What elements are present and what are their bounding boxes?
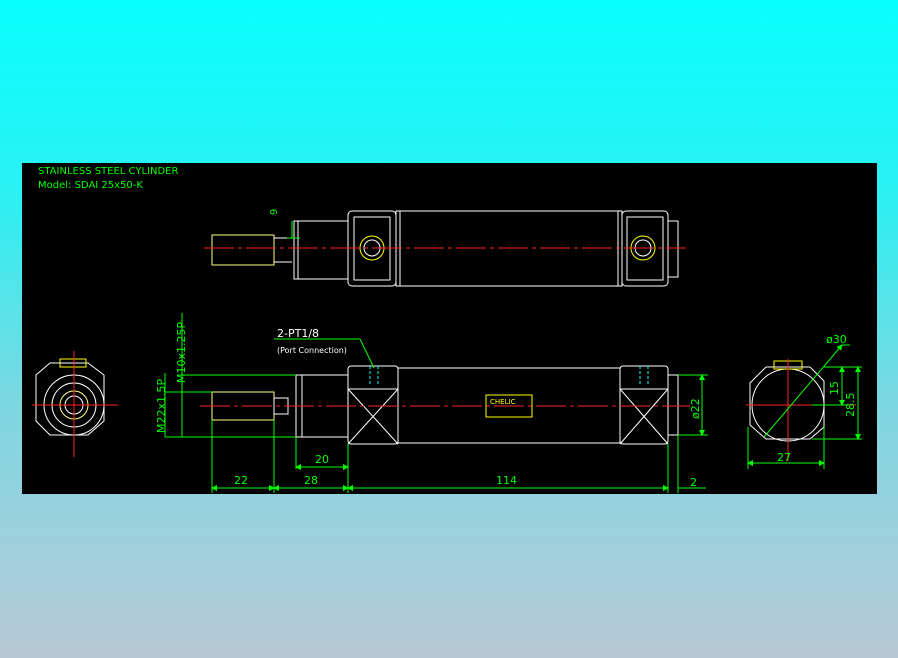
top-rod	[211, 234, 275, 266]
dim-bore-dia: ø30	[826, 333, 847, 346]
bottom-dimensions	[211, 374, 708, 493]
dim-side-flats: 9	[269, 209, 280, 215]
dim-body-len: 114	[496, 474, 517, 487]
thread-nose-label: M22x1.5P	[155, 379, 168, 433]
port-label: 2-PT1/8	[277, 327, 319, 340]
right-dimensions	[747, 344, 862, 469]
thread-rod-label: M10x1.25P	[175, 322, 188, 383]
right-end-view	[746, 359, 856, 461]
top-nose	[293, 220, 349, 280]
right-end-outline	[749, 366, 825, 440]
dim-nose-len: 28	[304, 474, 318, 487]
dim-end-height: 28.5	[844, 393, 857, 418]
dim-end-width: 27	[777, 451, 791, 464]
dim-body-dia: ø22	[689, 398, 702, 419]
side-rear-cap	[619, 365, 669, 445]
nameplate	[485, 394, 533, 418]
nameplate-brand: CHELIC	[490, 398, 516, 406]
dim-rod-thread-len: 22	[234, 474, 248, 487]
left-end-view	[32, 351, 118, 457]
left-end-outline	[35, 362, 105, 436]
drawing-title: STAINLESS STEEL CYLINDER	[38, 166, 178, 177]
top-view	[204, 210, 686, 287]
port-note: (Port Connection)	[277, 346, 347, 355]
dim-cap-gap: 2	[690, 476, 697, 489]
port-leader	[274, 338, 375, 369]
side-view	[200, 365, 690, 445]
cad-drawing-canvas[interactable]: STAINLESS STEEL CYLINDER Model: SDAI 25x…	[22, 163, 877, 494]
side-front-cap	[347, 365, 399, 445]
cad-drawing: STAINLESS STEEL CYLINDER Model: SDAI 25x…	[32, 166, 862, 493]
dim-nose-body-len: 20	[315, 453, 329, 466]
drawing-model: Model: SDAI 25x50-K	[38, 180, 143, 191]
dim-end-half: 15	[828, 381, 841, 395]
